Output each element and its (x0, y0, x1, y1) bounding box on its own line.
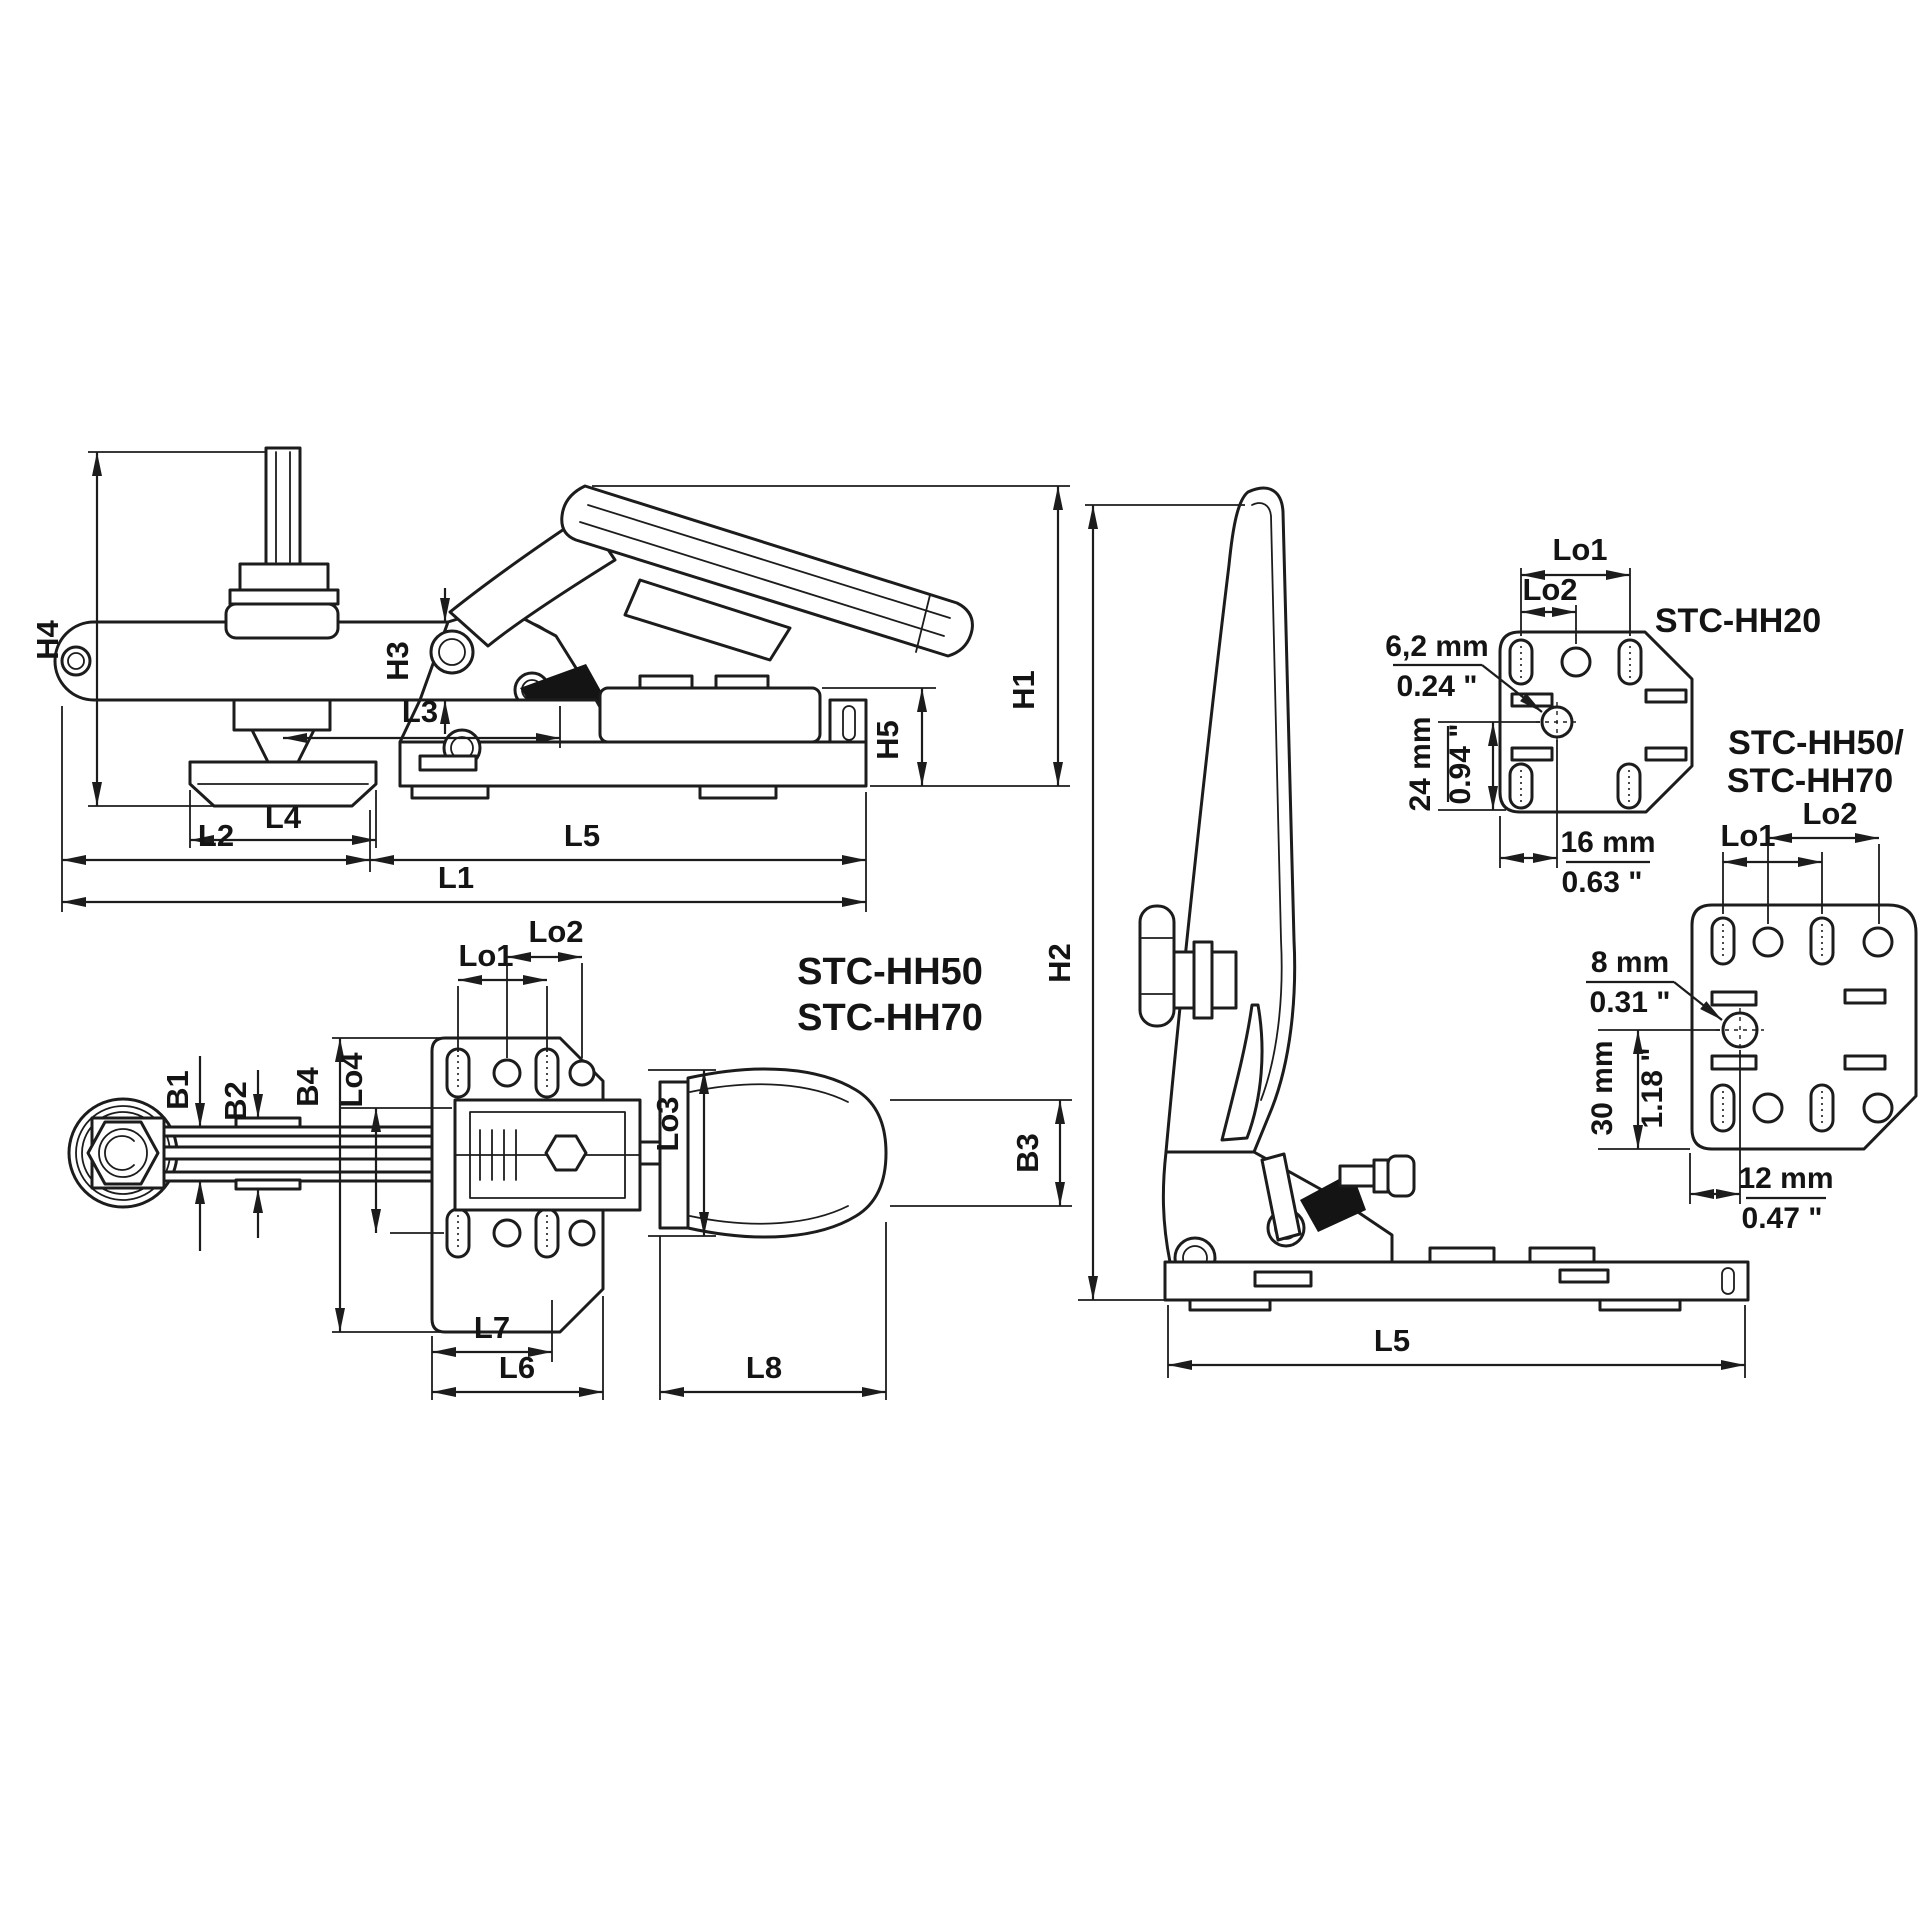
dim-label-b1: B1 (160, 1070, 195, 1110)
mechanism-housing (453, 1098, 664, 1212)
model-label-stc-hh70: STC-HH70 (797, 997, 983, 1039)
side-view: H4 H3 L3 L4 L2 L5 L1 H1 (30, 446, 1070, 912)
front-view-dimensions: H2 L5 (1042, 504, 1746, 1378)
hh20-plate (1498, 630, 1694, 814)
hh20-horiz-in: 0.63 " (1562, 866, 1643, 899)
dim-label-lo4: Lo4 (334, 1052, 369, 1108)
handle-lever (448, 484, 974, 662)
dim-label-h3: H3 (380, 641, 415, 681)
hh5070-vert-mm: 30 mm (1586, 1040, 1619, 1135)
arm-tip-hole-inner (67, 652, 85, 670)
dim-label-h1: H1 (1006, 670, 1041, 710)
base-plate-side (398, 674, 868, 800)
model-label-stc-hh50: STC-HH50 (797, 951, 983, 993)
dim-label-b4: B4 (290, 1066, 325, 1106)
swivel-pad-top (67, 1097, 179, 1209)
dim-label-b3: B3 (1010, 1133, 1045, 1173)
top-view-dimensions: B1 B2 B4 Lo4 Lo1 Lo2 Lo3 (160, 914, 1072, 1400)
dim-label-l5-side: L5 (564, 818, 600, 853)
fork-arm (162, 1116, 462, 1191)
dim-label-b2: B2 (218, 1081, 253, 1121)
clamp-body-front (1161, 1150, 1416, 1280)
dim-label-lo2-hh20: Lo2 (1522, 572, 1577, 607)
hh20-vert-mm: 24 mm (1404, 716, 1437, 811)
hh20-dimensions: Lo1 Lo2 6,2 mm 0.24 " 24 mm 0.94 " 16 mm… (1385, 532, 1655, 899)
dim-label-l4: L4 (265, 800, 302, 835)
hh5070-plate (1690, 903, 1918, 1151)
front-view: H2 L5 (1042, 486, 1750, 1378)
side-view-dimensions: H4 H3 L3 L4 L2 L5 L1 H1 (30, 451, 1070, 912)
dim-label-lo2-top: Lo2 (528, 914, 583, 949)
arm-tip-hole-outer (60, 645, 92, 677)
spring-nut (544, 1134, 588, 1172)
dim-label-l2: L2 (198, 818, 234, 853)
spindle-knob (1138, 904, 1238, 1028)
hh20-hole-pattern: Lo1 Lo2 6,2 mm 0.24 " 24 mm 0.94 " 16 mm… (1385, 532, 1821, 899)
dim-label-l1: L1 (438, 860, 474, 895)
dim-label-l7: L7 (474, 1310, 510, 1345)
hh5070-horiz-mm: 12 mm (1738, 1162, 1833, 1195)
hh20-vert-in: 0.94 " (1444, 724, 1477, 805)
dim-label-lo1-hh5070: Lo1 (1720, 818, 1775, 853)
hh5070-vert-in: 1.18 " (1636, 1048, 1669, 1129)
dim-label-lo1-top: Lo1 (458, 938, 513, 973)
dim-label-lo3: Lo3 (650, 1096, 685, 1151)
hh20-hole-dia-in: 0.24 " (1397, 670, 1478, 703)
dim-label-lo1-hh20: Lo1 (1552, 532, 1607, 567)
dim-label-lo2-hh5070: Lo2 (1802, 796, 1857, 831)
hh5070-title-line2: STC-HH70 (1727, 762, 1893, 800)
dim-label-l6: L6 (499, 1350, 535, 1385)
handle-top (658, 1067, 888, 1239)
vertical-handle (1164, 486, 1297, 1154)
hh5070-dimensions: Lo1 Lo2 8 mm 0.31 " 30 mm 1.18 " 12 mm 0… (1586, 796, 1880, 1235)
hh5070-hole-pattern: Lo1 Lo2 8 mm 0.31 " 30 mm 1.18 " 12 mm 0… (1586, 724, 1918, 1235)
top-view: B1 B2 B4 Lo4 Lo1 Lo2 Lo3 (67, 914, 1072, 1400)
dim-label-h2: H2 (1042, 943, 1077, 983)
release-lever (1260, 1152, 1302, 1242)
hh5070-hole-dia-in: 0.31 " (1590, 986, 1671, 1019)
hh20-hole-dia-mm: 6,2 mm (1385, 630, 1488, 663)
dim-label-l3: L3 (402, 694, 438, 729)
hh5070-horiz-in: 0.47 " (1742, 1202, 1823, 1235)
spindle-assembly (188, 446, 378, 808)
base-plate-front (1163, 1246, 1750, 1312)
hh5070-title-line1: STC-HH50/ (1728, 724, 1904, 762)
dim-label-l8: L8 (746, 1350, 782, 1385)
hh20-horiz-mm: 16 mm (1560, 826, 1655, 859)
dim-label-h4: H4 (30, 619, 65, 659)
hh20-title: STC-HH20 (1655, 602, 1821, 640)
dim-label-h5: H5 (870, 720, 905, 760)
dim-label-l5-front: L5 (1374, 1323, 1410, 1358)
hh5070-hole-dia-mm: 8 mm (1591, 946, 1669, 979)
